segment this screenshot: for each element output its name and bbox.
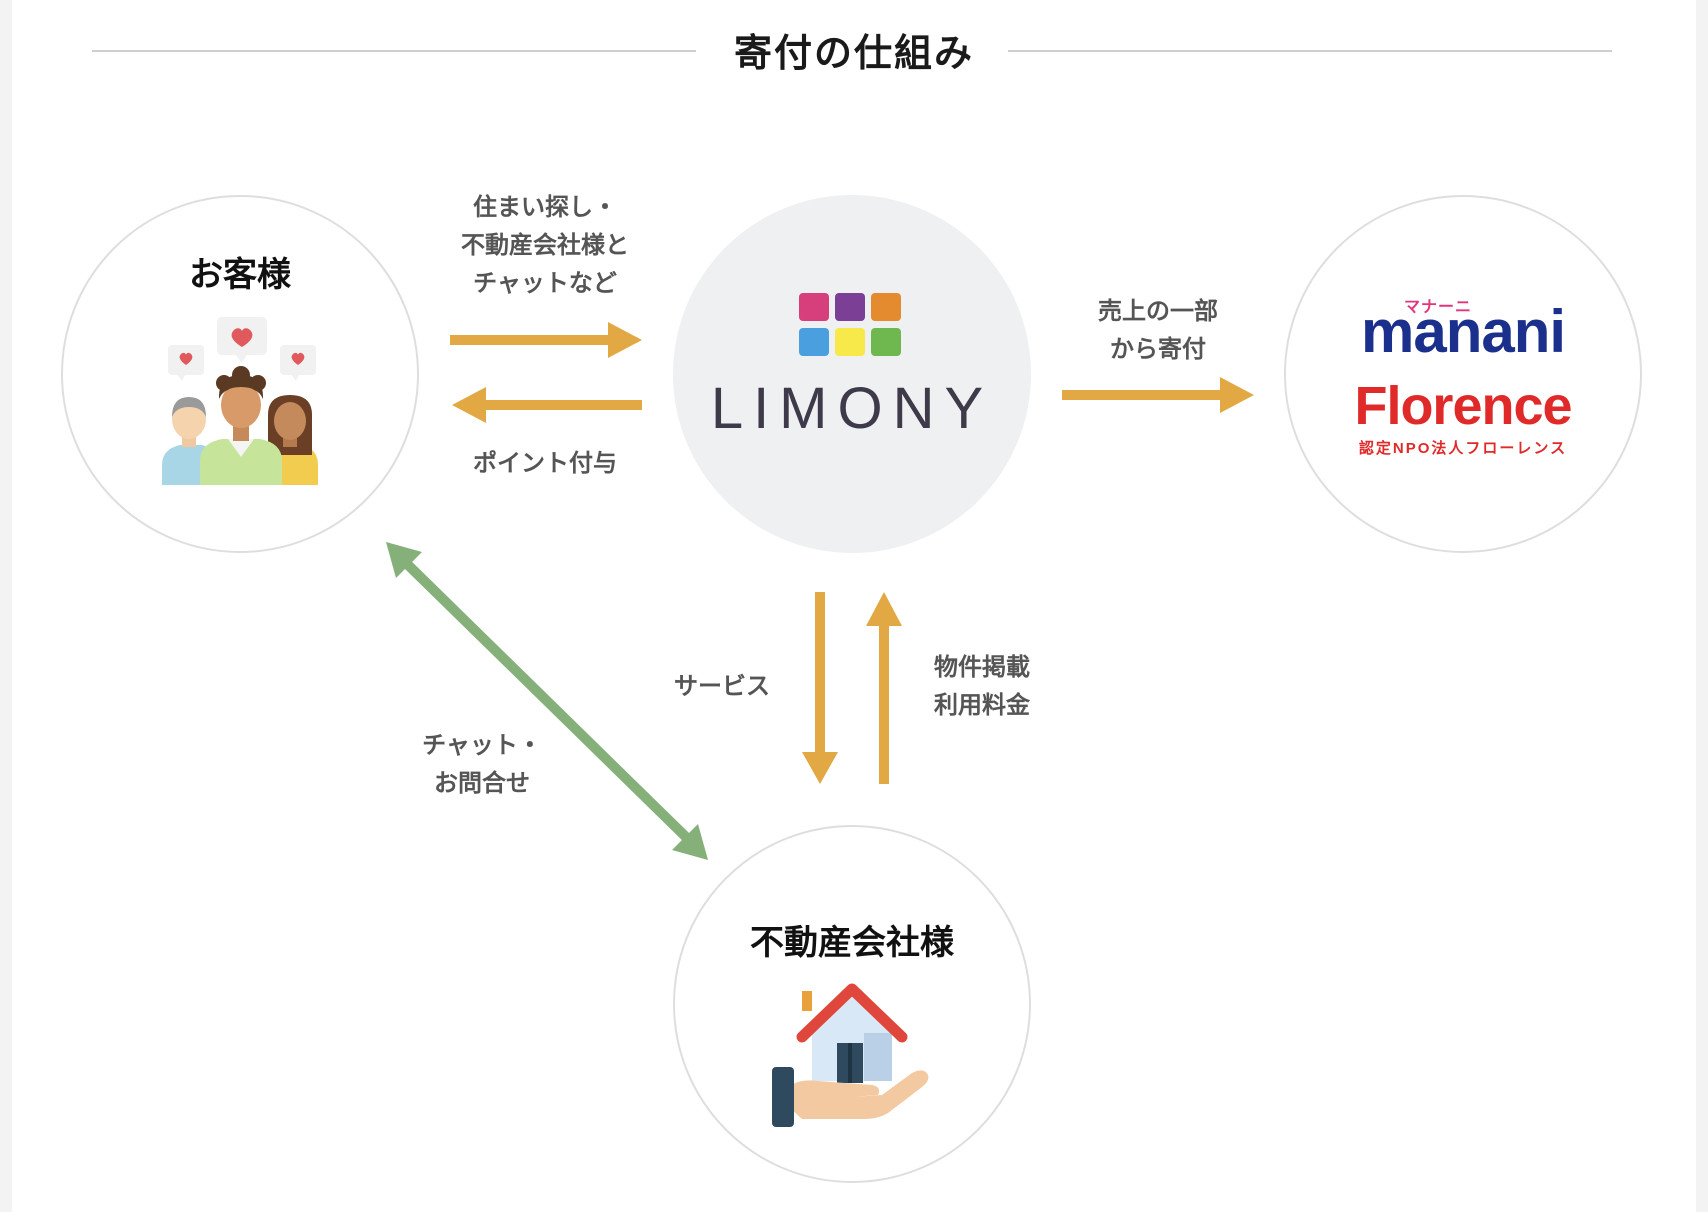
limony-logo-tile [835, 293, 865, 321]
manani-logo: manani [1360, 298, 1566, 365]
label-limony-to-realestate: サービス [674, 672, 770, 700]
partners-node: マナーニ manani Florence 認定NPO法人フローレンス [1284, 195, 1642, 553]
arrow-limony-to-customer [452, 387, 642, 423]
limony-logo-tile [835, 328, 865, 356]
title-rule-left [92, 50, 696, 52]
limony-logo-tile [871, 293, 901, 321]
label-line: 利用料金 [934, 691, 1030, 719]
limony-logo-tile [799, 293, 829, 321]
label-limony-to-partners: 売上の一部 から寄付 [1058, 292, 1258, 368]
people-hearts-icon [162, 317, 318, 485]
house-in-hand-icon [772, 983, 929, 1127]
manani-ruby: マナーニ [1404, 299, 1473, 316]
arrow-limony-to-partners [1062, 377, 1254, 413]
limony-logo-tile [799, 328, 829, 356]
label-line: チャット・ [422, 731, 542, 759]
realestate-node: 不動産会社様 [673, 825, 1031, 1183]
label-line: チャットなど [473, 269, 617, 297]
label-line: から寄付 [1110, 335, 1206, 363]
label-limony-to-customer: ポイント付与 [473, 449, 617, 477]
limony-wordmark: LIMONY [710, 376, 994, 441]
florence-logo: Florence [1354, 376, 1572, 436]
title-rule-right [1008, 50, 1612, 52]
label-line: 物件掲載 [934, 653, 1030, 681]
limony-logo-mark [799, 293, 901, 356]
label-line: 売上の一部 [1098, 297, 1218, 325]
label-customer-realestate: チャット・ お問合せ [402, 726, 562, 802]
limony-logo-tile [871, 328, 901, 356]
customer-node: お客様 [61, 195, 419, 553]
label-realestate-to-limony: 物件掲載 利用料金 [902, 648, 1062, 724]
label-line: 不動産会社様と [461, 231, 629, 259]
label-line: 住まい探し・ [473, 193, 617, 221]
arrow-customer-realestate [386, 542, 708, 860]
customer-label: お客様 [189, 255, 291, 295]
florence-subtitle: 認定NPO法人フローレンス [1358, 440, 1568, 457]
realestate-label: 不動産会社様 [750, 923, 954, 963]
label-line: お問合せ [434, 769, 530, 797]
page-title: 寄付の仕組み [733, 31, 974, 75]
limony-node: LIMONY [673, 195, 1031, 553]
arrow-realestate-to-limony [866, 592, 902, 784]
arrow-limony-to-realestate [802, 592, 838, 784]
arrow-customer-to-limony [450, 322, 642, 358]
label-customer-to-limony: 住まい探し・ 不動産会社様と チャットなど [445, 188, 645, 302]
